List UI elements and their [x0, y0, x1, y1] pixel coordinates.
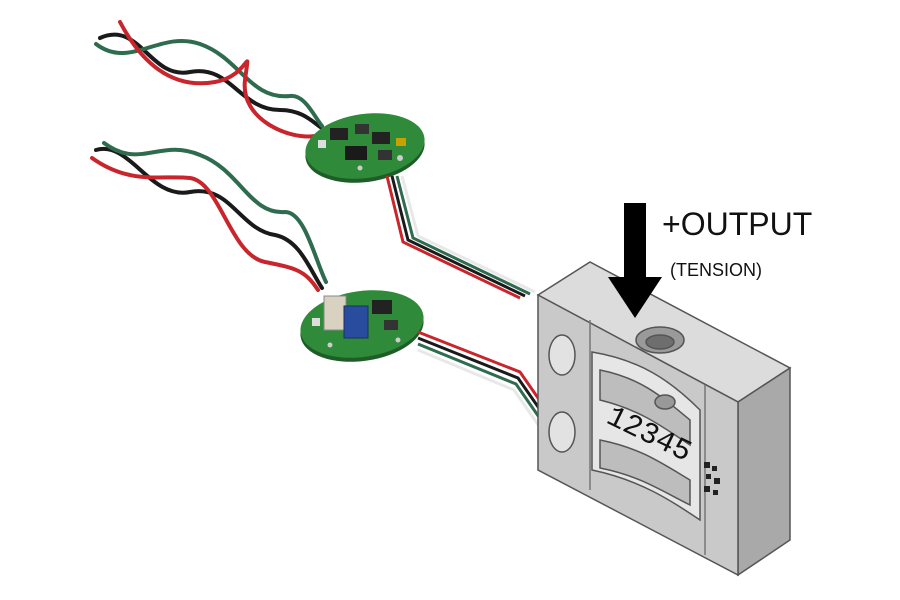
load-cell-body	[536, 261, 792, 577]
lower-pcb	[300, 290, 424, 362]
upper-pcb	[305, 113, 425, 183]
lower-ribbon-cable	[417, 330, 547, 427]
tension-label: (TENSION)	[670, 260, 762, 280]
output-label: +OUTPUT	[662, 206, 813, 242]
qr-code-icon	[704, 462, 720, 495]
upper-ribbon-cable	[385, 175, 536, 300]
down-arrow-icon	[608, 203, 662, 318]
lower-twisted-wires	[90, 141, 328, 292]
upper-twisted-wires	[94, 20, 327, 139]
